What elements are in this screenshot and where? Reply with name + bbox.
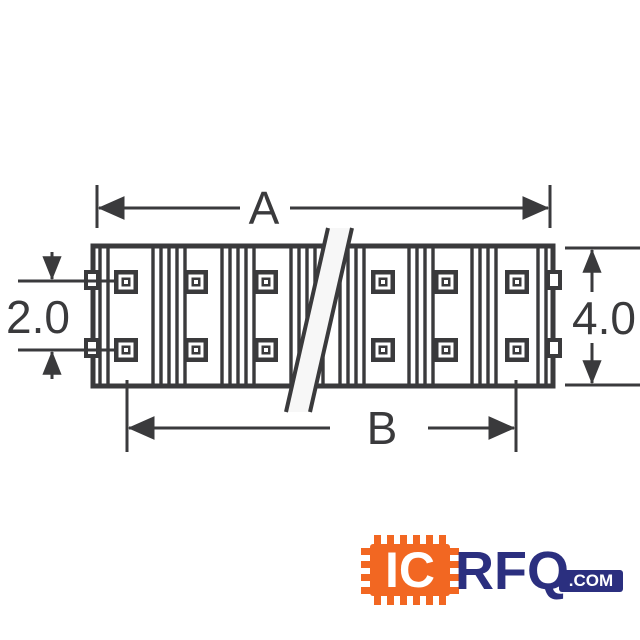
pin-pad <box>184 338 208 362</box>
logo-word-text: RFQ <box>455 541 569 601</box>
dimension-b: B <box>125 380 518 454</box>
dimension-4-0-label: 4.0 <box>572 292 636 344</box>
dimension-2-0-label: 2.0 <box>6 291 70 343</box>
pin-pad <box>434 338 458 362</box>
logo-chip-text: IC <box>385 542 435 598</box>
chip-body-icon <box>370 544 450 596</box>
break-symbol <box>284 227 354 413</box>
pin-pad <box>371 338 395 362</box>
pin-row-top <box>114 270 529 294</box>
logo-suffix-badge <box>559 570 623 592</box>
pin-pad <box>505 270 529 294</box>
logo-suffix-text: .COM <box>569 571 613 590</box>
dimension-a: A <box>95 182 552 234</box>
pin-row-bottom <box>114 338 529 362</box>
dimension-row-pitch: 2.0 <box>6 252 116 379</box>
pin-pad <box>254 270 278 294</box>
chip-pins-icon <box>361 535 459 605</box>
pin-pad <box>434 270 458 294</box>
icrfq-logo[interactable]: IC RFQ .COM <box>361 535 623 605</box>
dimension-body-width: 4.0 <box>565 246 640 387</box>
pin-pad <box>254 338 278 362</box>
connector-body <box>84 227 562 413</box>
pin-pad <box>184 270 208 294</box>
pin-pad <box>505 338 529 362</box>
pin-pad <box>114 270 138 294</box>
dimension-b-label: B <box>367 402 398 454</box>
pin-pad <box>114 338 138 362</box>
pin-pad <box>371 270 395 294</box>
dimension-a-label: A <box>249 182 280 234</box>
right-latch-tabs <box>546 270 562 358</box>
